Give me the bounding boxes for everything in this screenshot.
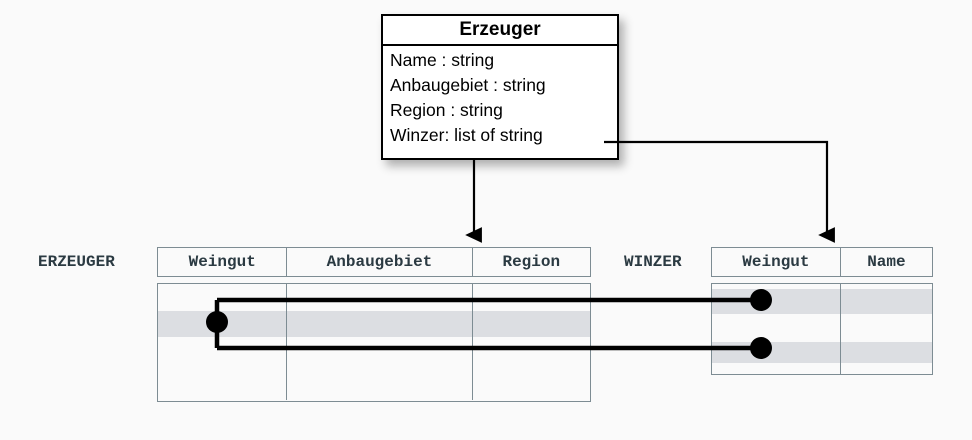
table-row[interactable] (158, 311, 590, 337)
uml-attribute-region: Region : string (390, 100, 503, 120)
fk-link-dot-erzeuger (206, 311, 228, 333)
fk-link-dot-winzer-lower (750, 337, 772, 359)
table-row[interactable] (712, 314, 932, 342)
table-cell-weingut[interactable] (158, 337, 288, 367)
table-label-erzeuger: ERZEUGER (38, 253, 115, 271)
table-header-erzeuger: Weingut Anbaugebiet Region (157, 247, 591, 277)
table-row[interactable] (158, 367, 590, 400)
table-row-spacer (712, 363, 932, 374)
table-cell-anbaugebiet[interactable] (287, 337, 473, 367)
table-cell-weingut (712, 363, 841, 374)
column-header-region: Region (502, 253, 561, 271)
table-cell-anbaugebiet[interactable] (287, 367, 473, 400)
uml-attribute-anbaugebiet: Anbaugebiet : string (390, 75, 546, 95)
uml-attribute-name: Name : string (390, 50, 495, 70)
mapping-arrow-winzer (604, 140, 835, 243)
table-cell-weingut[interactable] (712, 342, 841, 363)
table-label-winzer: WINZER (624, 253, 682, 271)
table-cell-weingut[interactable] (712, 314, 841, 342)
table-cell-anbaugebiet[interactable] (287, 284, 473, 311)
table-cell-anbaugebiet[interactable] (287, 311, 473, 337)
table-cell-weingut[interactable] (712, 289, 841, 314)
table-cell-weingut[interactable] (158, 311, 288, 337)
uml-class-title: Erzeuger (383, 16, 617, 46)
column-header-weingut: Weingut (158, 248, 288, 276)
table-cell-weingut[interactable] (158, 367, 288, 400)
column-header-weingut: Weingut (712, 248, 841, 276)
fk-link-dot-winzer-upper (750, 289, 772, 311)
table-cell-weingut[interactable] (158, 284, 288, 311)
uml-attribute-list: Name : string Anbaugebiet : string Regio… (383, 46, 617, 148)
column-header-name: Name (867, 253, 906, 271)
table-cell-weingut (712, 284, 841, 289)
uml-class-box-erzeuger[interactable]: Erzeuger Name : string Anbaugebiet : str… (381, 14, 619, 160)
uml-attribute-winzer: Winzer: list of string (390, 125, 543, 145)
table-row[interactable] (158, 337, 590, 367)
table-row-spacer (712, 284, 932, 289)
table-body-erzeuger (157, 283, 591, 402)
table-header-winzer: Weingut Name (711, 247, 933, 277)
table-row[interactable] (158, 284, 590, 311)
column-header-anbaugebiet: Anbaugebiet (287, 248, 473, 276)
